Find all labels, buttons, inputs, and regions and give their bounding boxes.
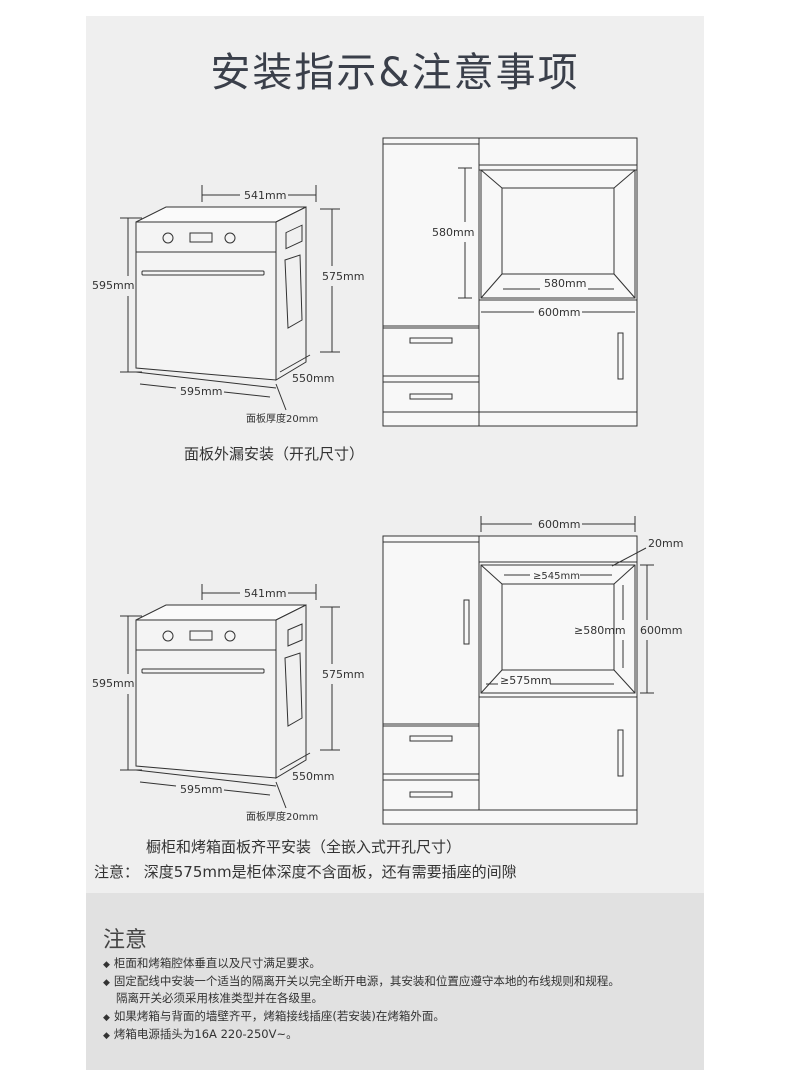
dim-outer-height-2: 600mm <box>640 624 682 637</box>
dim-inner-bottom-2: ≥575mm <box>500 674 552 687</box>
cabinet-drawing-2 <box>382 516 654 825</box>
dim-height-right-2: 575mm <box>322 668 364 681</box>
dim-width-top-1: 541mm <box>244 189 286 202</box>
dim-opening-height-1: 580mm <box>432 226 474 239</box>
page-title: 安装指示&注意事项 <box>210 50 580 96</box>
dim-frame-gap-2: 20mm <box>648 537 683 550</box>
dim-width-bottom-1: 595mm <box>180 385 222 398</box>
dim-inner-height-2: ≥580mm <box>574 624 626 637</box>
note-item-1: ◆柜面和烤箱腔体垂直以及尺寸满足要求。 <box>103 956 321 970</box>
panel-thickness-2: 面板厚度20mm <box>246 810 318 823</box>
caption-section-2: 橱柜和烤箱面板齐平安装（全嵌入式开孔尺寸） <box>146 838 462 856</box>
dim-height-left-2: 595mm <box>92 677 134 690</box>
dim-inner-top-2: ≥545mm <box>533 571 580 582</box>
dim-depth-1: 550mm <box>292 372 334 385</box>
dim-cabinet-width-1: 600mm <box>538 306 580 319</box>
depth-note: 注意： 深度575mm是柜体深度不含面板，还有需要插座的间隙 <box>94 863 517 881</box>
notes-heading: 注意 <box>103 928 148 953</box>
cabinet-drawing-1 <box>382 137 638 427</box>
oven-drawing-1 <box>120 185 340 411</box>
dim-cabinet-width-2: 600mm <box>538 518 580 531</box>
bullet-icon: ◆ <box>103 1013 110 1023</box>
dim-height-left-1: 595mm <box>92 279 134 292</box>
oven-drawing-2 <box>120 584 340 809</box>
note-item-2: ◆固定配线中安装一个适当的隔离开关以完全断开电源，其安装和位置应遵守本地的布线规… <box>103 974 620 988</box>
dim-width-top-2: 541mm <box>244 587 286 600</box>
caption-section-1: 面板外漏安装（开孔尺寸） <box>184 445 365 463</box>
bullet-icon: ◆ <box>103 960 110 970</box>
dim-depth-2: 550mm <box>292 770 334 783</box>
bullet-icon: ◆ <box>103 978 110 988</box>
note-item-4: ◆烤箱电源插头为16A 220-250V~。 <box>103 1027 298 1041</box>
note-item-3: ◆如果烤箱与背面的墙壁齐平，烤箱接线插座(若安装)在烤箱外面。 <box>103 1009 445 1023</box>
notes-panel <box>86 893 704 1070</box>
note-item-2-continued: 隔离开关必须采用核准类型并在各级里。 <box>116 991 323 1005</box>
panel-thickness-1: 面板厚度20mm <box>246 412 318 425</box>
dim-opening-width-1: 580mm <box>544 277 586 290</box>
bullet-icon: ◆ <box>103 1031 110 1041</box>
dim-height-right-1: 575mm <box>322 270 364 283</box>
dim-width-bottom-2: 595mm <box>180 783 222 796</box>
